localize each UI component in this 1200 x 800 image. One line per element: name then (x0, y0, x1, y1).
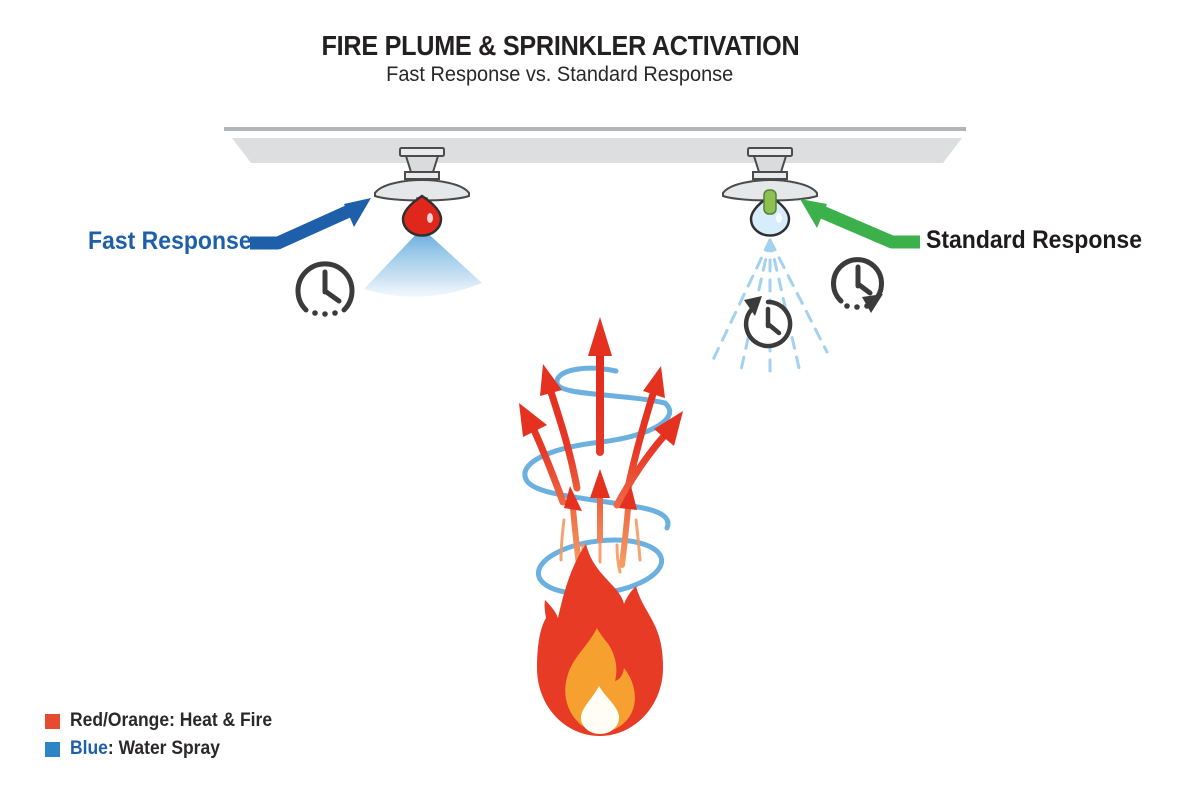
fire-plume (519, 317, 683, 597)
timer-clock-icon (295, 261, 355, 317)
fast-response-label: Fast Response (88, 227, 252, 255)
ceiling (224, 127, 966, 163)
deflector-plate (374, 178, 470, 202)
sprinkler-fast (374, 147, 470, 237)
legend-label-water: Blue: Water Spray (70, 738, 220, 759)
glass-bulb-tube (763, 189, 777, 215)
title-block: FIRE PLUME & SPRINKLER ACTIVATION Fast R… (60, 30, 1060, 87)
legend-item-water: Blue: Water Spray (45, 738, 290, 760)
glass-bulb (749, 194, 791, 237)
fast-response-arrow-icon (250, 198, 371, 250)
legend-item-heat: Red/Orange: Heat & Fire (45, 710, 290, 732)
ceiling-slab (232, 138, 962, 163)
legend-label-heat: Red/Orange: Heat & Fire (70, 710, 273, 731)
red-swatch-icon (45, 714, 60, 729)
legend: Red/Orange: Heat & Fire Blue: Water Spra… (45, 710, 290, 766)
blue-swatch-icon (45, 742, 60, 757)
ceiling-rail (224, 127, 966, 131)
red-bulb (401, 194, 443, 237)
page-title: FIRE PLUME & SPRINKLER ACTIVATION (321, 30, 799, 61)
heat-arrows (519, 317, 683, 568)
flame-icon (537, 544, 663, 736)
page-subtitle: Fast Response vs. Standard Response (386, 63, 734, 86)
water-spray-cone (364, 228, 482, 297)
clockwise-clock-icon (743, 296, 793, 349)
sprinkler-standard (722, 147, 818, 237)
standard-response-label: Standard Response (926, 226, 1142, 254)
timer-clock-arrow-icon (831, 257, 884, 313)
standard-response-arrow-icon (800, 199, 920, 249)
